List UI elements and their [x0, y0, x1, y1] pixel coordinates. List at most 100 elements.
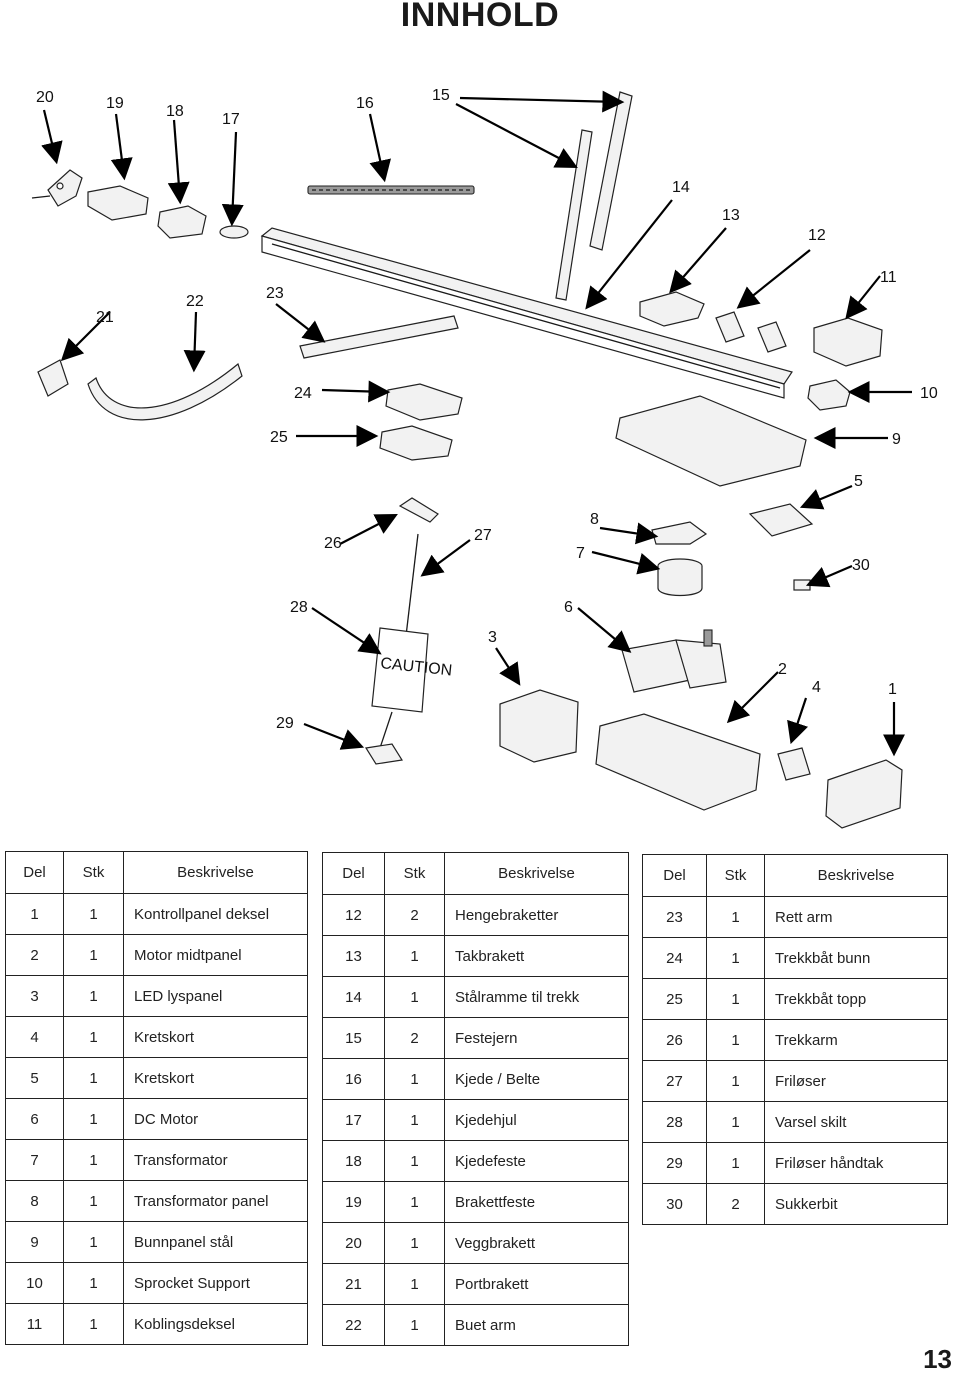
- part-number-cell: 15: [322, 1017, 385, 1059]
- description-cell: Kretskort: [123, 1057, 308, 1099]
- part-number-cell: 22: [322, 1304, 385, 1346]
- part-number-cell: 3: [5, 975, 64, 1017]
- connector-block-drawing: [793, 579, 811, 591]
- part-number-cell: 11: [5, 1303, 64, 1345]
- part-number-cell: 26: [642, 1019, 707, 1061]
- callout-3: 3: [488, 629, 497, 646]
- description-cell: Kjedefeste: [444, 1140, 629, 1182]
- quantity-cell: 1: [706, 896, 765, 938]
- callout-1: 1: [888, 681, 897, 698]
- coupling-cover-drawing: [813, 317, 883, 367]
- quantity-cell: 1: [706, 1060, 765, 1102]
- quantity-cell: 1: [63, 1098, 124, 1140]
- page-title: INNHOLD: [400, 0, 560, 34]
- callout-24: 24: [294, 385, 312, 402]
- column-header-stk: Stk: [706, 854, 765, 897]
- part-number-cell: 9: [5, 1221, 64, 1263]
- callout-7: 7: [576, 545, 585, 562]
- description-cell: Takbrakett: [444, 935, 629, 977]
- callout-20: 20: [36, 89, 54, 106]
- quantity-cell: 1: [706, 937, 765, 979]
- circuit-board-drawing: [748, 503, 814, 537]
- quantity-cell: 1: [63, 1139, 124, 1181]
- dc-motor-drawing: [621, 629, 727, 693]
- quantity-cell: 2: [384, 894, 445, 936]
- callout-labels: 20 19 18 17 16 15 14 13 12 11 21 22 23 2…: [36, 87, 938, 732]
- sprocket-drawing: [219, 225, 249, 239]
- part-number-cell: 14: [322, 976, 385, 1018]
- description-cell: Transformator panel: [123, 1180, 308, 1222]
- table-header-row: Del Stk Beskrivelse: [5, 851, 308, 894]
- part-number-cell: 23: [642, 896, 707, 938]
- quantity-cell: 1: [384, 1304, 445, 1346]
- quantity-cell: 1: [63, 1180, 124, 1222]
- description-cell: DC Motor: [123, 1098, 308, 1140]
- table-header-row: Del Stk Beskrivelse: [322, 852, 629, 895]
- description-cell: Kjede / Belte: [444, 1058, 629, 1100]
- description-cell: Motor midtpanel: [123, 934, 308, 976]
- part-number-cell: 28: [642, 1101, 707, 1143]
- led-panel-drawing: [499, 689, 579, 763]
- quantity-cell: 1: [384, 1181, 445, 1223]
- quantity-cell: 1: [63, 1016, 124, 1058]
- table-header-row: Del Stk Beskrivelse: [642, 854, 948, 897]
- quantity-cell: 1: [63, 1221, 124, 1263]
- callout-4: 4: [812, 679, 821, 696]
- description-cell: Veggbrakett: [444, 1222, 629, 1264]
- callout-22: 22: [186, 293, 204, 310]
- callout-18: 18: [166, 103, 184, 120]
- fastening-iron-drawing: [589, 91, 633, 251]
- part-number-cell: 8: [5, 1180, 64, 1222]
- column-header-del: Del: [322, 852, 385, 895]
- quantity-cell: 1: [63, 1303, 124, 1345]
- quantity-cell: 2: [706, 1183, 765, 1225]
- steel-rail-drawing: [260, 227, 793, 399]
- hanging-bracket-drawing: [757, 321, 787, 353]
- quantity-cell: 1: [384, 1099, 445, 1141]
- release-cord-drawing: [405, 533, 419, 637]
- description-cell: Koblingsdeksel: [123, 1303, 308, 1345]
- quantity-cell: 1: [63, 1057, 124, 1099]
- quantity-cell: 1: [706, 978, 765, 1020]
- quantity-cell: 1: [63, 934, 124, 976]
- callout-13: 13: [722, 207, 740, 224]
- column-header-stk: Stk: [384, 852, 445, 895]
- callout-9: 9: [892, 431, 901, 448]
- page-number: 13: [923, 1344, 952, 1374]
- quantity-cell: 1: [384, 1263, 445, 1305]
- wall-bracket-drawing: [31, 169, 83, 207]
- bracket-mount-drawing: [87, 185, 149, 221]
- callout-6: 6: [564, 599, 573, 616]
- part-number-cell: 2: [5, 934, 64, 976]
- column-header-stk: Stk: [63, 851, 124, 894]
- description-cell: Hengebraketter: [444, 894, 629, 936]
- quantity-cell: 1: [63, 1262, 124, 1304]
- callout-29: 29: [276, 715, 294, 732]
- part-number-cell: 7: [5, 1139, 64, 1181]
- description-cell: Varsel skilt: [764, 1101, 948, 1143]
- quantity-cell: 1: [63, 893, 124, 935]
- description-cell: Transformator: [123, 1139, 308, 1181]
- transformer-panel-drawing: [651, 521, 708, 545]
- callout-28: 28: [290, 599, 308, 616]
- part-number-cell: 13: [322, 935, 385, 977]
- description-cell: Trekkbåt bunn: [764, 937, 948, 979]
- part-number-cell: 29: [642, 1142, 707, 1184]
- part-number-cell: 24: [642, 937, 707, 979]
- quantity-cell: 1: [384, 1222, 445, 1264]
